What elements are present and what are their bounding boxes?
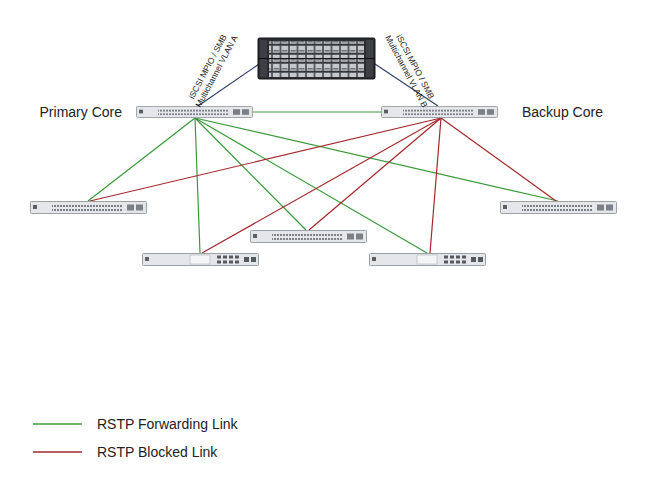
- link-label: iSCSI MPIO / SMB Multichannel VLAN A: [182, 24, 243, 115]
- legend-entry: RSTP Forwarding Link: [33, 414, 333, 434]
- node-heading: Backup Core: [522, 104, 603, 120]
- storage-server: [258, 38, 375, 79]
- forwarding-link: [88, 118, 558, 253]
- core-switch: Backup Core: [381, 106, 498, 118]
- access-switch: [370, 254, 486, 266]
- legend-entry: RSTP Blocked Link: [33, 442, 333, 462]
- access-switch: [31, 202, 147, 214]
- access-switch: [251, 231, 367, 243]
- node-heading: Primary Core: [40, 104, 122, 120]
- legend-line-sample: [33, 414, 85, 434]
- legend-text: RSTP Blocked Link: [97, 444, 217, 460]
- forwarding-link: [253, 111, 381, 112]
- access-switch: [501, 202, 617, 214]
- access-switch: [143, 254, 259, 266]
- blocked-link: [90, 118, 556, 253]
- switch-shape: [381, 106, 498, 118]
- link-label: iSCSI MPIO / SMB Multichannel VLAN B: [381, 24, 442, 115]
- legend-line-sample: [33, 442, 85, 462]
- legend-text: RSTP Forwarding Link: [97, 416, 238, 432]
